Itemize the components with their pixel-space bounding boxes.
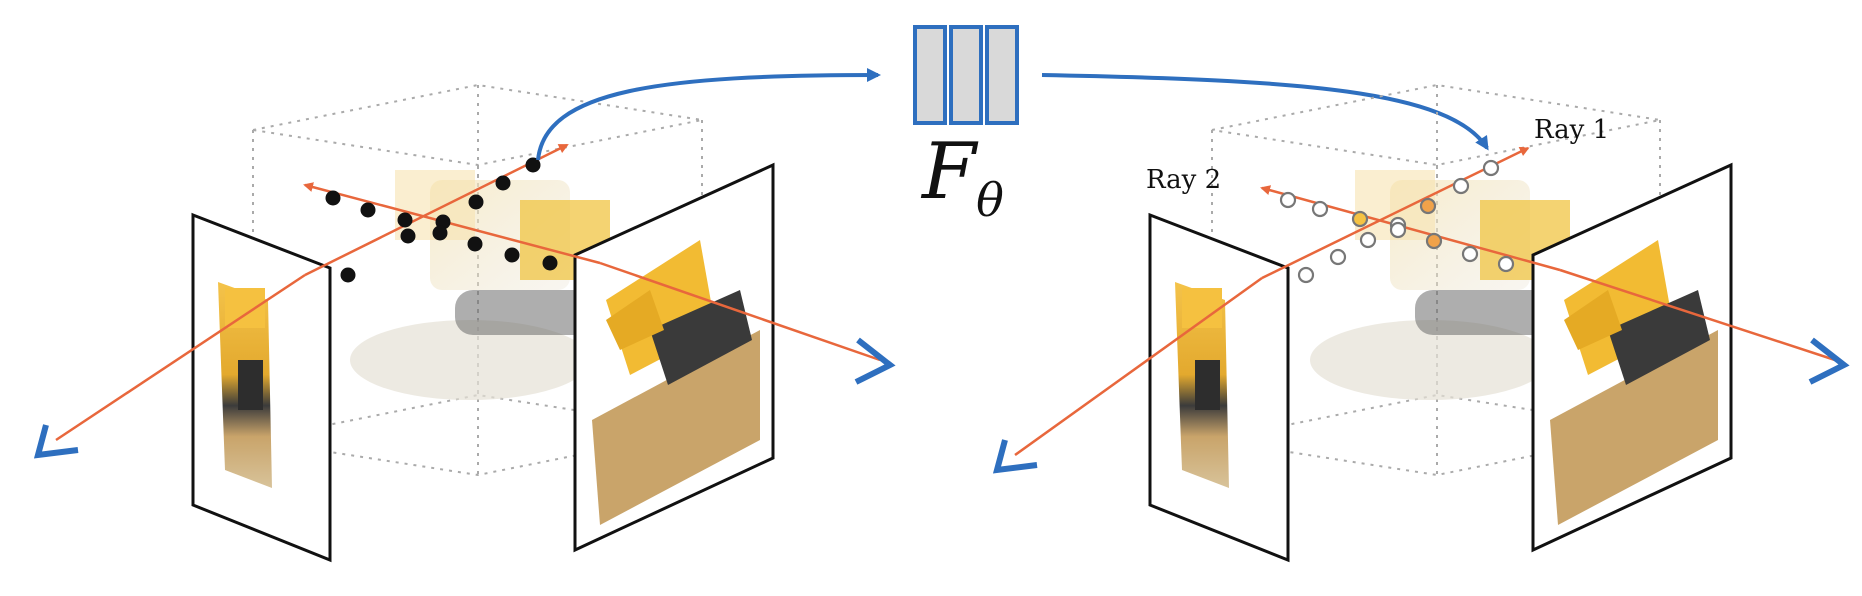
right-ghost-bulldozer	[1310, 170, 1570, 400]
left-rays	[55, 143, 881, 442]
right-ray-2	[1260, 185, 1561, 272]
right-ray-2-lower	[1559, 268, 1836, 362]
ray-2-label: Ray 2	[1146, 165, 1221, 195]
right-rays	[1014, 146, 1836, 457]
network-symbol-subscript: θ	[976, 173, 1004, 227]
left-ray-c	[599, 261, 881, 362]
right-image-plane-1	[1148, 212, 1290, 563]
network-block: Fθ	[913, 25, 1019, 227]
svg-text:Fθ: Fθ	[920, 127, 1004, 227]
right-sample-points	[1279, 159, 1515, 284]
left-ray-d	[303, 182, 601, 265]
camera-frustum-icon	[33, 424, 79, 459]
left-ray-b	[304, 143, 569, 277]
camera-frustum-icon	[1808, 337, 1850, 385]
left-image-plane-2	[573, 162, 775, 553]
left-scene	[33, 83, 896, 563]
camera-frustum-icon	[992, 439, 1038, 474]
ray-1-label: Ray 1	[1534, 115, 1609, 145]
left-ray-a	[55, 273, 306, 442]
left-sample-points	[325, 157, 558, 283]
network-symbol: F	[920, 127, 979, 217]
right-scene: Ray 1 Ray 2	[992, 83, 1850, 563]
camera-frustum-icon	[854, 337, 896, 385]
right-ray-1-lower	[1014, 276, 1263, 457]
left-image-plane-1	[191, 212, 332, 563]
flow-arrow-to-network	[536, 68, 881, 161]
right-image-plane-2	[1531, 162, 1733, 553]
flow-arrow-from-network	[1041, 73, 1489, 151]
